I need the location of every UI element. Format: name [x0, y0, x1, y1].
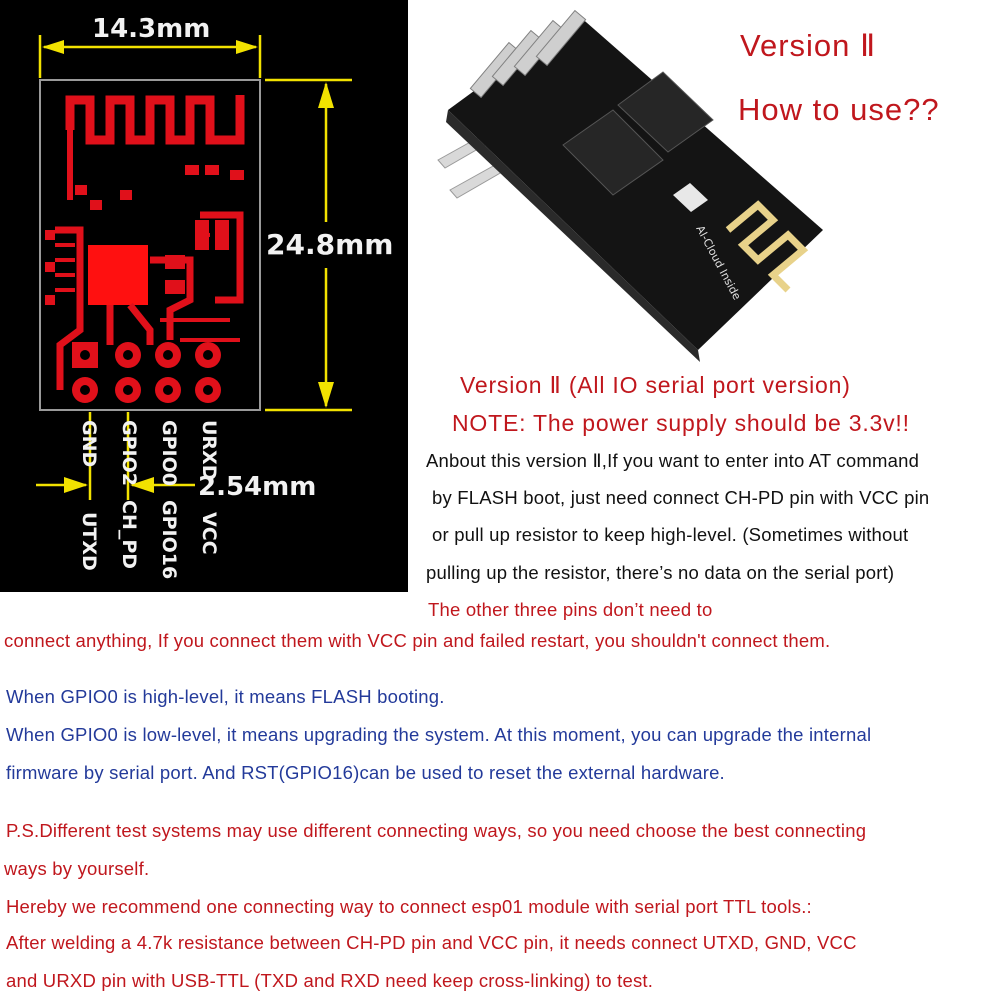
para1-line4: pulling up the resistor, there’s no data…: [426, 562, 895, 583]
antenna-illustration: [725, 200, 809, 293]
esp01-board-illustration: AI-Cloud Inside: [437, 9, 823, 362]
version-heading: Version Ⅱ: [740, 28, 877, 63]
board-body: [448, 15, 823, 350]
power-note: NOTE: The power supply should be 3.3v!!: [452, 410, 910, 436]
module-photo: AI-Cloud Inside: [428, 0, 828, 380]
ps-line4: After welding a 4.7k resistance between …: [6, 932, 857, 953]
pin-label-gpio16: GPIO16: [158, 500, 180, 580]
pin-label-ch-pd: CH_PD: [118, 500, 140, 570]
smd-components: [45, 165, 244, 305]
pcb-layout-drawing: [36, 35, 352, 500]
width-dimension-label: 14.3mm: [92, 14, 211, 44]
pin-label-gpio2: GPIO2: [118, 420, 140, 486]
how-to-use-heading: How to use??: [738, 92, 940, 127]
board-outline: [39, 79, 261, 411]
pin-label-gnd: GND: [78, 420, 100, 468]
pin-label-vcc: VCC: [198, 512, 220, 555]
dimension-markers: [36, 35, 352, 500]
para1-line2: by FLASH boot, just need connect CH-PD p…: [432, 487, 930, 508]
para1-line3: or pull up resistor to keep high-level. …: [432, 524, 909, 545]
pin-header: [469, 9, 587, 99]
pin-pads: [72, 342, 221, 403]
other-pins-line1: The other three pins don’t need to: [428, 599, 713, 620]
para1-line1: Anbout this version Ⅱ,If you want to ent…: [426, 450, 920, 471]
copper-traces: [55, 211, 244, 390]
pcb-diagram: 14.3mm 24.8mm 2.54mm GND GPIO2 GPIO0 URX…: [0, 0, 408, 592]
pin-label-utxd: UTXD: [78, 512, 100, 571]
gpio0-line2: When GPIO0 is low-level, it means upgrad…: [6, 724, 872, 745]
pin-label-gpio0: GPIO0: [158, 420, 180, 486]
ps-line3: Hereby we recommend one connecting way t…: [6, 896, 812, 917]
gpio0-line1: When GPIO0 is high-level, it means FLASH…: [6, 686, 445, 707]
gpio0-line3: firmware by serial port. And RST(GPIO16)…: [6, 762, 725, 783]
height-dimension-label: 24.8mm: [266, 228, 394, 261]
version-line: Version Ⅱ (All IO serial port version): [460, 372, 851, 398]
ps-line2: ways by yourself.: [4, 858, 150, 879]
ps-line5: and URXD pin with USB-TTL (TXD and RXD n…: [6, 970, 654, 991]
esp-chip: [88, 245, 148, 305]
pin-label-urxd: URXD: [198, 420, 220, 481]
pitch-dimension-label: 2.54mm: [198, 472, 317, 502]
antenna-trace: [65, 95, 245, 145]
other-pins-line2: connect anything, If you connect them wi…: [4, 630, 831, 651]
ps-line1: P.S.Different test systems may use diffe…: [6, 820, 867, 841]
